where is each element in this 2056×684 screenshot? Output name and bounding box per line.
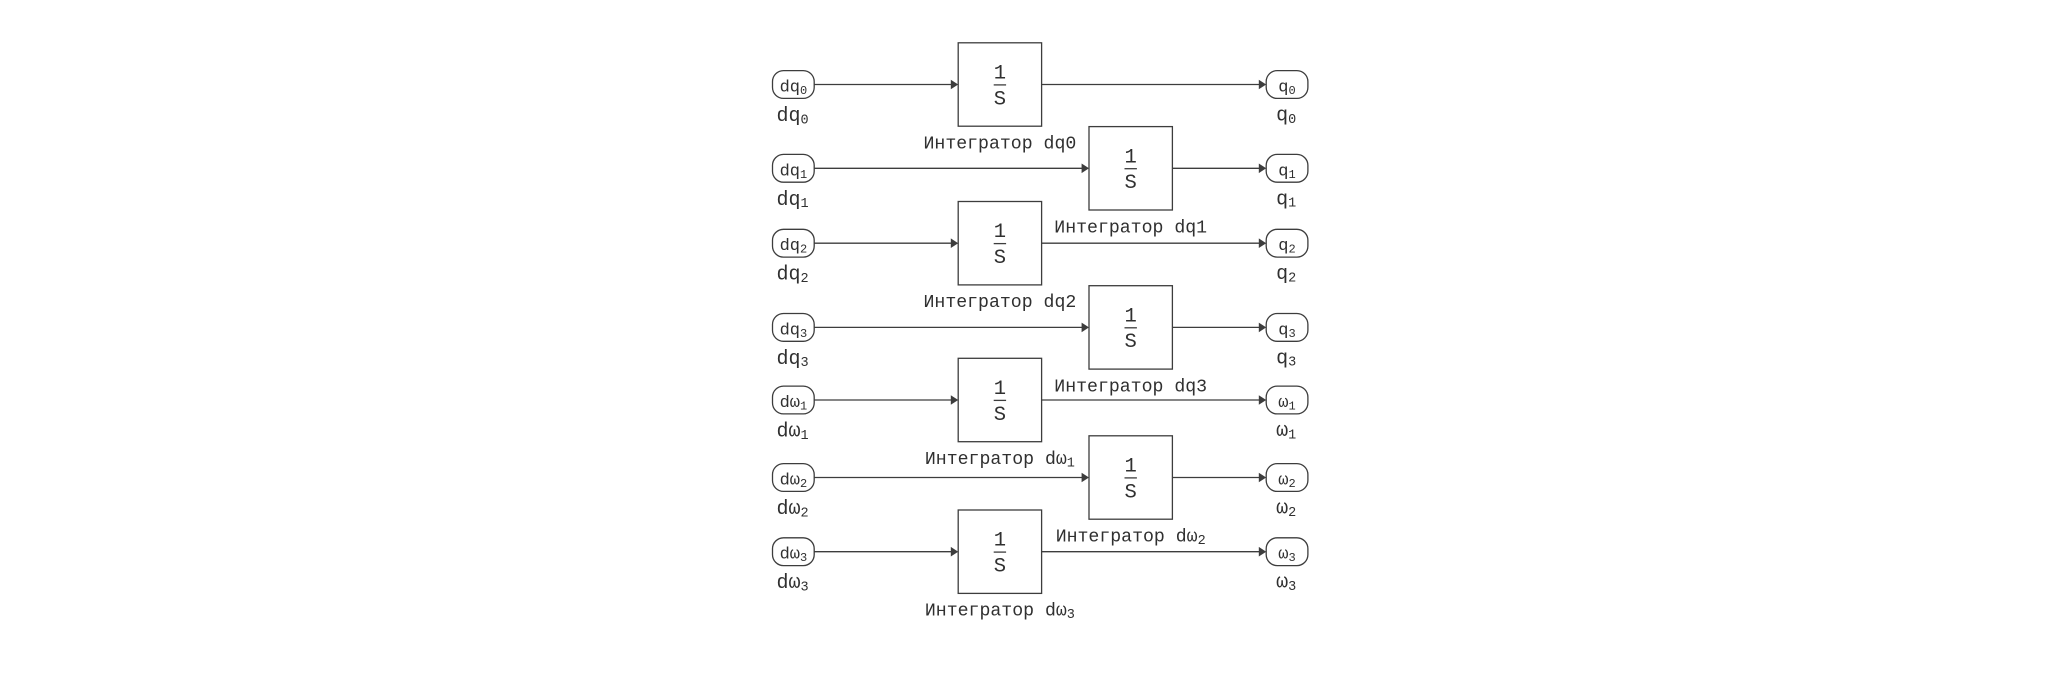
svg-text:Интегратор dq0: Интегратор dq0	[923, 135, 1076, 155]
svg-text:Интегратор dq1: Интегратор dq1	[1054, 218, 1207, 238]
svg-text:ω1: ω1	[1276, 420, 1296, 443]
svg-text:dω3: dω3	[780, 546, 808, 566]
svg-text:dq1: dq1	[777, 189, 809, 212]
svg-text:1: 1	[994, 221, 1006, 244]
svg-text:q1: q1	[1276, 188, 1296, 211]
svg-text:q0: q0	[1278, 79, 1295, 99]
svg-text:q3: q3	[1276, 347, 1296, 370]
svg-text:ω2: ω2	[1278, 472, 1295, 492]
svg-text:Интегратор dq3: Интегратор dq3	[1054, 377, 1207, 397]
svg-text:S: S	[994, 88, 1006, 111]
svg-text:Интегратор dω3: Интегратор dω3	[925, 602, 1075, 623]
svg-text:Интегратор dω1: Интегратор dω1	[925, 450, 1075, 471]
svg-text:dq3: dq3	[780, 321, 808, 341]
svg-text:dω1: dω1	[780, 394, 808, 414]
svg-text:dω1: dω1	[777, 421, 809, 444]
svg-text:S: S	[994, 247, 1006, 270]
svg-text:Интегратор dq2: Интегратор dq2	[923, 293, 1076, 313]
svg-text:ω3: ω3	[1278, 546, 1295, 566]
svg-text:S: S	[994, 556, 1006, 579]
svg-text:1: 1	[994, 63, 1006, 86]
svg-text:dω2: dω2	[777, 498, 809, 521]
svg-text:1: 1	[1125, 305, 1137, 328]
svg-text:dω2: dω2	[780, 472, 808, 492]
svg-text:1: 1	[1125, 456, 1137, 479]
svg-text:1: 1	[994, 378, 1006, 401]
svg-text:S: S	[994, 404, 1006, 427]
svg-text:q0: q0	[1276, 105, 1296, 128]
svg-text:q2: q2	[1276, 263, 1296, 286]
svg-text:q1: q1	[1278, 162, 1295, 182]
svg-text:1: 1	[994, 530, 1006, 553]
svg-text:dq3: dq3	[777, 348, 809, 371]
svg-text:1: 1	[1125, 146, 1137, 169]
svg-text:ω3: ω3	[1276, 572, 1296, 595]
svg-text:dq0: dq0	[780, 79, 808, 99]
svg-text:S: S	[1125, 481, 1137, 504]
svg-text:dq0: dq0	[777, 105, 809, 128]
svg-text:q3: q3	[1278, 321, 1295, 341]
svg-text:S: S	[1125, 172, 1137, 195]
svg-text:q2: q2	[1278, 237, 1295, 257]
svg-text:dω3: dω3	[777, 572, 809, 595]
svg-text:S: S	[1125, 331, 1137, 354]
svg-text:dq2: dq2	[780, 237, 808, 257]
svg-text:ω2: ω2	[1276, 498, 1296, 521]
svg-text:dq2: dq2	[777, 264, 809, 287]
svg-text:ω1: ω1	[1278, 394, 1295, 414]
svg-text:Интегратор dω2: Интегратор dω2	[1056, 528, 1206, 549]
svg-text:dq1: dq1	[780, 162, 808, 182]
